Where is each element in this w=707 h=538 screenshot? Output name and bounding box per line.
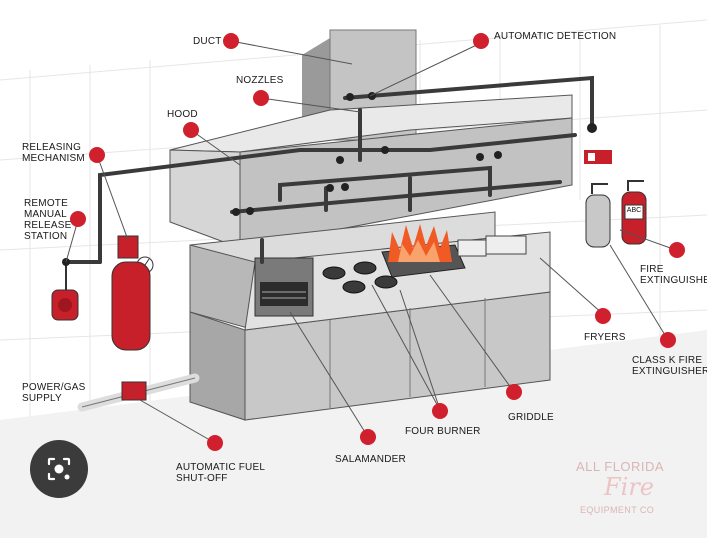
salamander-unit xyxy=(254,257,314,317)
watermark-logo: ALL FLORIDA Fire EQUIPMENT CO xyxy=(568,455,707,525)
label-griddle: GRIDDLE xyxy=(508,412,554,423)
watermark-line2: Fire xyxy=(604,473,655,501)
label-automatic-detection: AUTOMATIC DETECTION xyxy=(494,31,617,42)
label-hood: HOOD xyxy=(167,109,198,120)
watermark-line3: EQUIPMENT CO xyxy=(580,505,655,515)
callout-dot-duct xyxy=(223,33,239,49)
label-nozzles: NOZZLES xyxy=(236,75,284,86)
four-burner-unit xyxy=(322,261,398,294)
lens-search-button[interactable] xyxy=(30,440,88,498)
label-fryers: FRYERS xyxy=(584,332,626,343)
extinguisher-sign xyxy=(584,150,612,164)
camera-search-icon xyxy=(47,457,71,481)
callout-dot-remote-release xyxy=(70,211,86,227)
label-class-k-fire-extinguisher: CLASS K FIRE EXTINGUISHER xyxy=(632,355,707,377)
callout-dot-fuel-shutoff xyxy=(207,435,223,451)
callout-dot-releasing-mechanism xyxy=(89,147,105,163)
watermark-line1: ALL FLORIDA xyxy=(576,459,665,474)
callout-dot-class-k xyxy=(660,332,676,348)
callout-dot-hood xyxy=(183,122,199,138)
label-remote-manual-release-station: REMOTE MANUAL RELEASE STATION xyxy=(24,198,72,242)
leader-lines xyxy=(65,40,677,444)
callout-dot-fire-extinguisher xyxy=(669,242,685,258)
label-automatic-fuel-shut-off: AUTOMATIC FUEL SHUT-OFF xyxy=(176,462,266,484)
callout-dots xyxy=(70,33,685,451)
callout-dot-four-burner xyxy=(432,403,448,419)
callout-dot-salamander xyxy=(360,429,376,445)
fryers-unit xyxy=(457,235,527,257)
label-releasing-mechanism: RELEASING MECHANISM xyxy=(22,142,85,164)
label-four-burner: FOUR BURNER xyxy=(405,426,481,437)
label-salamander: SALAMANDER xyxy=(335,454,406,465)
gas-supply-pipe xyxy=(77,373,200,412)
callout-dot-griddle xyxy=(506,384,522,400)
label-duct: DUCT xyxy=(193,36,222,47)
fuel-shutoff-valve xyxy=(121,381,147,401)
griddle-unit xyxy=(381,224,466,278)
piping xyxy=(64,75,594,264)
releasing-cylinder xyxy=(111,235,154,351)
callout-dot-fryers xyxy=(595,308,611,324)
callout-dot-nozzles xyxy=(253,90,269,106)
manual-release-station xyxy=(51,258,79,321)
label-fire-extinguisher: FIRE EXTINGUISHE xyxy=(640,264,707,286)
extinguisher-class-k xyxy=(585,183,611,248)
extinguisher-abc xyxy=(621,180,647,245)
label-power-gas-supply: POWER/GAS SUPPLY xyxy=(22,382,86,404)
callout-dot-automatic-detection xyxy=(473,33,489,49)
extinguisher-abc-tag: ABC xyxy=(626,207,642,214)
